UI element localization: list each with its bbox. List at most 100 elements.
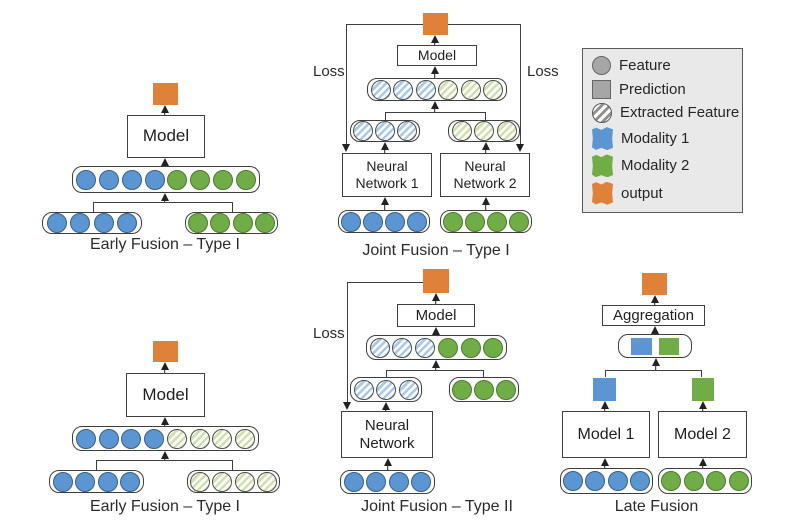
model-box: Model	[126, 373, 205, 417]
feature-circle	[166, 428, 187, 449]
flow-arrow	[380, 142, 389, 153]
feature-circle	[407, 211, 427, 232]
merge-connector	[96, 460, 233, 470]
feature-circle	[235, 428, 256, 449]
loss-arrowhead	[342, 144, 350, 152]
model-label: Model	[142, 384, 189, 404]
feature-circle	[254, 213, 275, 233]
modality2-swatch-icon	[592, 154, 613, 178]
feature-circle	[385, 211, 405, 232]
legend-label: Feature	[619, 57, 671, 75]
legend-item-modality2: Modality 2	[592, 154, 733, 178]
diagram-caption: Early Fusion – Type I	[90, 498, 240, 515]
feature-circle	[232, 213, 253, 233]
feature-circle	[375, 121, 395, 141]
feature-circle	[363, 211, 383, 232]
legend: Feature Prediction Extracted Feature Mod…	[582, 48, 743, 213]
model-label: Model	[417, 47, 457, 64]
feature-circle	[397, 121, 417, 141]
merge-connector	[386, 370, 484, 377]
feature-circle	[120, 471, 141, 492]
model1-label: Model 1	[577, 425, 635, 443]
modality2-feature-row	[658, 468, 752, 494]
feature-circle	[353, 379, 374, 400]
modality1-feature-row	[42, 212, 142, 234]
legend-label: Modality 1	[621, 130, 690, 148]
diagram-caption: Early Fusion – Type I	[90, 236, 240, 253]
feature-circle	[341, 211, 361, 232]
feature-circle	[415, 337, 436, 358]
loss-label-right: Loss	[527, 63, 559, 80]
prediction-square	[659, 337, 679, 355]
feature-circle	[585, 471, 606, 491]
feature-circle	[376, 379, 396, 400]
flow-arrow	[160, 193, 169, 202]
diagram-caption: Joint Fusion – Type I	[362, 242, 510, 259]
merge-connector	[385, 112, 486, 120]
feature-circle	[460, 337, 481, 358]
loss-label-left: Loss	[313, 63, 345, 80]
feature-circle	[483, 337, 504, 358]
aggregation-label: Aggregation	[613, 306, 694, 324]
combined-feature-row	[72, 426, 259, 451]
feature-circle	[460, 79, 481, 100]
model2-box: Model 2	[658, 411, 747, 458]
flow-arrow	[380, 197, 389, 210]
extracted-feature-icon	[592, 102, 612, 123]
legend-item-output: output	[592, 181, 733, 205]
feature-circle	[144, 169, 165, 190]
modality1-feature-row	[560, 468, 653, 494]
flow-arrow	[481, 197, 490, 210]
aggregation-box: Aggregation	[602, 305, 705, 326]
legend-label: Extracted Feature	[620, 104, 740, 122]
feature-circle	[167, 169, 188, 190]
diagram-caption: Late Fusion	[614, 498, 699, 515]
feature-circle	[343, 472, 364, 492]
feature-circle	[683, 471, 704, 491]
extracted-feature-row-modality1	[350, 120, 420, 142]
modality2-feature-row	[185, 212, 278, 234]
flow-arrow	[431, 293, 440, 304]
flow-arrow	[650, 295, 659, 305]
legend-label: Modality 2	[621, 157, 690, 175]
flow-arrow	[698, 401, 707, 411]
feature-circle	[93, 213, 114, 233]
feature-circle	[121, 169, 142, 190]
feature-circle	[213, 169, 234, 190]
feature-circle	[487, 211, 507, 232]
feature-circle	[52, 471, 73, 492]
feature-circle	[706, 471, 727, 491]
feature-circle	[388, 472, 409, 492]
flow-arrow	[600, 401, 609, 411]
loss-connector	[347, 282, 423, 404]
feature-circle	[370, 79, 391, 100]
feature-circle	[728, 471, 749, 491]
legend-item-modality1: Modality 1	[592, 127, 733, 151]
feature-circle	[415, 79, 436, 100]
flow-arrow	[431, 360, 440, 370]
feature-circle	[353, 121, 373, 141]
modality1-prediction-square	[593, 378, 616, 401]
extracted-feature-row-modality1	[350, 377, 422, 402]
feature-circle-icon	[592, 56, 611, 76]
legend-item-extracted-feature: Extracted Feature	[592, 102, 739, 123]
prediction-square	[631, 337, 652, 355]
feature-circle	[190, 471, 211, 492]
loss-arrowhead	[343, 402, 351, 410]
feature-circle	[483, 79, 504, 100]
loss-connector-right	[448, 24, 521, 146]
model-box: Model	[127, 115, 205, 158]
feature-circle	[210, 213, 231, 233]
feature-circle	[117, 213, 138, 233]
neural-network1-box: Neural Network 1	[342, 153, 432, 197]
neural-network2-label: Neural Network 2	[453, 158, 517, 191]
neural-network2-box: Neural Network 2	[440, 153, 530, 197]
modality2-feature-row	[449, 377, 519, 402]
modality1-feature-row	[49, 470, 144, 493]
flow-arrow	[381, 402, 390, 411]
feature-circle	[437, 337, 458, 358]
feature-circle	[144, 428, 165, 449]
modality1-feature-row	[340, 470, 435, 494]
feature-circle	[121, 428, 142, 449]
feature-circle	[496, 121, 517, 141]
